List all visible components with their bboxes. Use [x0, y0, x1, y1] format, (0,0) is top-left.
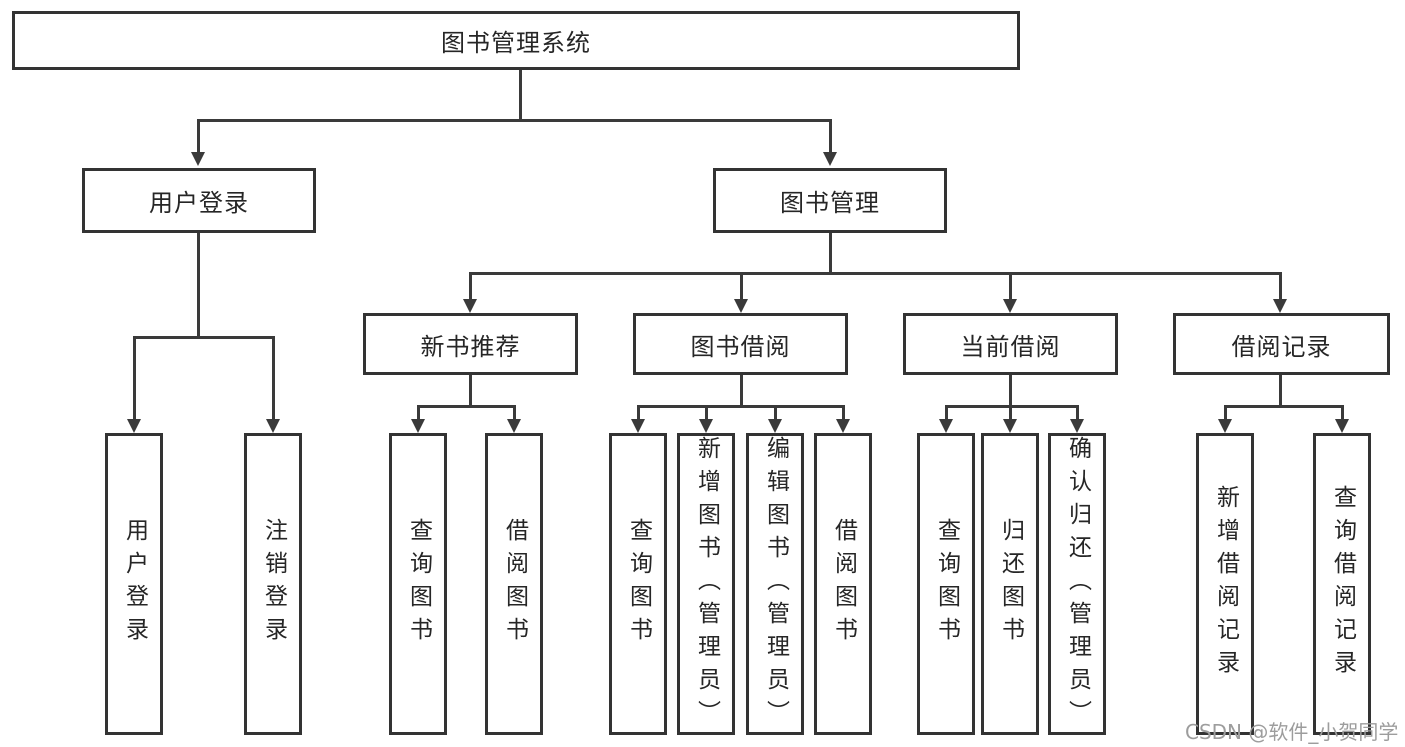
- arrow-down-icon: [507, 419, 521, 433]
- csdn-watermark: CSDN @软件_小贺同学: [1185, 720, 1399, 744]
- leaf-label: 查询图书: [405, 518, 432, 650]
- leaf-query-borrow-record: 查询借阅记录: [1313, 433, 1371, 735]
- connector-line: [945, 405, 1079, 408]
- arrow-down-icon: [1335, 419, 1349, 433]
- leaf-query-books-borrow: 查询图书: [609, 433, 667, 735]
- leaf-query-books-recommend: 查询图书: [389, 433, 447, 735]
- connector-line: [1279, 375, 1282, 405]
- node-book-borrow-label: 图书借阅: [690, 332, 791, 361]
- arrow-down-icon: [768, 419, 782, 433]
- connector-line: [637, 405, 640, 421]
- arrow-down-icon: [1273, 299, 1287, 313]
- leaf-label: 用户登录: [121, 518, 148, 650]
- connector-line: [1224, 405, 1227, 421]
- leaf-edit-books-admin: 编辑图书（管理员）: [746, 433, 804, 735]
- connector-line: [469, 272, 472, 301]
- arrow-down-icon: [1003, 419, 1017, 433]
- arrow-down-icon: [734, 299, 748, 313]
- connector-line: [197, 119, 200, 154]
- arrow-down-icon: [411, 419, 425, 433]
- leaf-logout: 注销登录: [244, 433, 302, 735]
- leaf-label: 新增借阅记录: [1212, 485, 1239, 683]
- arrow-down-icon: [631, 419, 645, 433]
- arrow-down-icon: [463, 299, 477, 313]
- arrow-down-icon: [836, 419, 850, 433]
- connector-line: [829, 233, 832, 272]
- node-book-management-label: 图书管理: [780, 189, 880, 217]
- arrow-down-icon: [1070, 419, 1084, 433]
- leaf-borrow-books-recommend: 借阅图书: [485, 433, 543, 735]
- connector-line: [740, 375, 743, 405]
- connector-line: [519, 70, 522, 119]
- connector-line: [1076, 405, 1079, 421]
- connector-line: [417, 405, 516, 408]
- leaf-add-borrow-record: 新增借阅记录: [1196, 433, 1254, 735]
- connector-line: [513, 405, 516, 421]
- arrow-down-icon: [699, 419, 713, 433]
- connector-line: [842, 405, 845, 421]
- leaf-label: 归还图书: [997, 518, 1024, 650]
- connector-line: [1009, 272, 1012, 301]
- node-new-book-recommend: 新书推荐: [363, 313, 578, 375]
- node-current-borrow: 当前借阅: [903, 313, 1118, 375]
- arrow-down-icon: [127, 419, 141, 433]
- leaf-label: 编辑图书（管理员）: [762, 435, 789, 733]
- arrow-down-icon: [1218, 419, 1232, 433]
- leaf-label: 查询图书: [933, 518, 960, 650]
- leaf-confirm-return-admin: 确认归还（管理员）: [1048, 433, 1106, 735]
- connector-line: [417, 405, 420, 421]
- connector-line: [197, 119, 832, 122]
- node-book-management: 图书管理: [713, 168, 947, 233]
- leaf-label: 查询图书: [625, 518, 652, 650]
- node-book-borrow: 图书借阅: [633, 313, 848, 375]
- connector-line: [469, 272, 1282, 275]
- connector-line: [1279, 272, 1282, 301]
- connector-line: [774, 405, 777, 421]
- connector-line: [197, 233, 200, 336]
- leaf-label: 查询借阅记录: [1329, 485, 1356, 683]
- connector-line: [1009, 375, 1012, 405]
- connector-line: [272, 336, 275, 421]
- arrow-down-icon: [1003, 299, 1017, 313]
- connector-line: [740, 272, 743, 301]
- connector-line: [945, 405, 948, 421]
- node-root: 图书管理系统: [12, 11, 1020, 70]
- connector-line: [133, 336, 275, 339]
- leaf-label: 新增图书（管理员）: [693, 435, 720, 733]
- leaf-label: 借阅图书: [830, 518, 857, 650]
- node-current-borrow-label: 当前借阅: [960, 332, 1061, 361]
- arrow-down-icon: [939, 419, 953, 433]
- connector-line: [469, 375, 472, 405]
- connector-line: [829, 119, 832, 154]
- connector-line: [1341, 405, 1344, 421]
- leaf-query-books-current: 查询图书: [917, 433, 975, 735]
- leaf-label: 确认归还（管理员）: [1064, 435, 1091, 733]
- node-borrow-records-label: 借阅记录: [1231, 332, 1332, 361]
- arrow-down-icon: [191, 152, 205, 166]
- arrow-down-icon: [823, 152, 837, 166]
- node-user-login-label: 用户登录: [149, 189, 249, 217]
- leaf-label: 注销登录: [260, 518, 287, 650]
- connector-line: [1224, 405, 1344, 408]
- arrow-down-icon: [266, 419, 280, 433]
- connector-line: [637, 405, 845, 408]
- leaf-label: 借阅图书: [501, 518, 528, 650]
- leaf-return-books: 归还图书: [981, 433, 1039, 735]
- node-root-label: 图书管理系统: [441, 29, 591, 57]
- node-user-login: 用户登录: [82, 168, 316, 233]
- leaf-add-books-admin: 新增图书（管理员）: [677, 433, 735, 735]
- node-borrow-records: 借阅记录: [1173, 313, 1390, 375]
- node-new-book-recommend-label: 新书推荐: [420, 332, 521, 361]
- connector-line: [1009, 405, 1012, 421]
- connector-line: [705, 405, 708, 421]
- connector-line: [133, 336, 136, 421]
- leaf-borrow-books: 借阅图书: [814, 433, 872, 735]
- leaf-user-login: 用户登录: [105, 433, 163, 735]
